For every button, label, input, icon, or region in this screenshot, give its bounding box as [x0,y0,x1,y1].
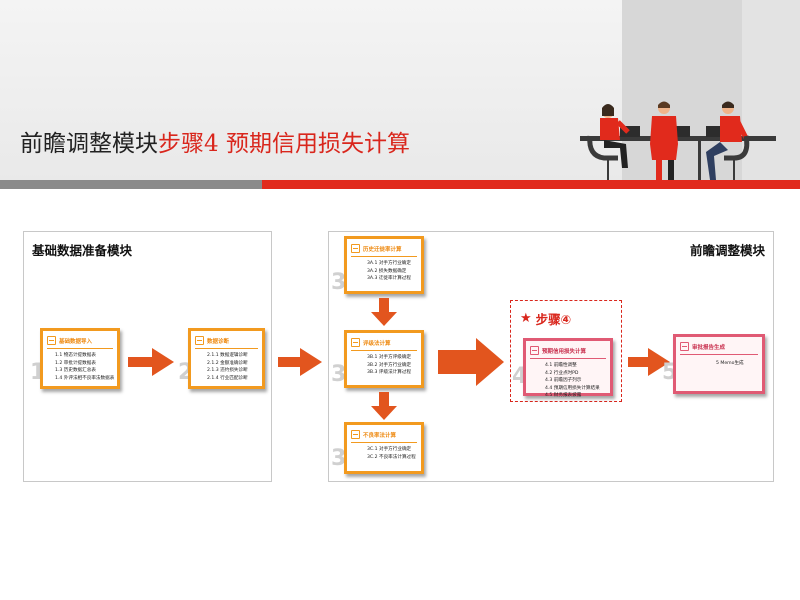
document-icon [530,346,539,355]
card-item: 4.5 财务报表披露 [545,393,582,398]
card-item: 3A.3 迁徙率计算过程 [367,276,411,281]
card-title: 历史迁徙率计算 [363,246,402,253]
card-item: 1.4 外评法相不良率法数据表 [55,375,115,381]
header-divider-gray [0,180,262,189]
card-title: 不良率法计算 [363,432,397,439]
title-accent: 步骤4 预期信用损失计算 [158,131,410,157]
document-icon [195,336,204,345]
step-label-text: 步骤④ [535,312,572,327]
step-number: 3 [331,362,347,387]
step-4-label: ★ 步骤④ [520,309,571,328]
star-icon: ★ [520,311,532,326]
document-icon [351,430,360,439]
card-title: 数据诊断 [207,338,230,345]
panel-title-right: 前瞻调整模块 [689,243,765,258]
step-number: 3 [331,270,347,295]
card-item: 4.3 前瞻因子列示 [545,378,582,383]
document-icon [47,336,56,345]
document-icon [680,342,689,351]
arrow-down [371,392,397,420]
card-item: 3A.2 损失数据确定 [367,268,407,274]
card-item: 2.1.1 数据逻辑诊断 [207,353,248,358]
arrow-down [371,298,397,326]
card-item: 1.3 历史数据汇总表 [55,368,96,373]
document-icon [351,338,360,347]
card-title: 预期信用损失计算 [542,348,587,355]
card-item: 4.2 行业点时PD [545,370,579,376]
card-item: 2.1.2 金额准确诊断 [207,360,248,366]
card-item: 4.4 预期信用损失计算结果 [545,385,600,391]
card-historical-migration[interactable]: 历史迁徙率计算 3A.1 对手方行业确定 3A.2 损失数据确定 3A.3 迁徙… [344,236,424,294]
card-title: 基础数据导入 [59,338,93,345]
card-item: 3B.2 对手方行业确定 [367,362,412,368]
card-title: 评级法计算 [363,340,391,347]
arrow-right-large [438,338,504,386]
card-npl-method[interactable]: 不良率法计算 3C.1 对手方行业确定 3C.2 不良率法计算过程 [344,422,424,474]
card-item: 2.1.3 违约损失诊断 [207,368,248,373]
card-report-generation[interactable]: 审批报告生成 5 Memo生成 [673,334,765,394]
card-data-diagnosis[interactable]: 数据诊断 2.1.1 数据逻辑诊断 2.1.2 金额准确诊断 2.1.3 违约损… [188,328,265,389]
card-item: 1.2 审批计提数据表 [55,360,96,366]
step-number: 3 [331,446,347,471]
panel-title-left: 基础数据准备模块 [32,243,133,258]
card-item: 3A.1 对手方行业确定 [367,261,411,266]
card-item: 3B.3 评级法计算过程 [367,370,412,375]
arrow-right [628,348,670,376]
card-ecl-calc[interactable]: 预期信用损失计算 4.1 前瞻性调整 4.2 行业点时PD 4.3 前瞻因子列示… [523,338,613,398]
card-data-import[interactable]: 基础数据导入 1.1 物态计提数据表 1.2 审批计提数据表 1.3 历史数据汇… [40,328,120,389]
header-divider-red [262,180,800,189]
card-item: 3B.1 对手方评级确定 [367,355,412,360]
page-title: 前瞻调整模块步骤4 预期信用损失计算 [20,124,410,158]
document-icon [351,244,360,253]
title-prefix: 前瞻调整模块 [20,131,158,157]
card-item: 4.1 前瞻性调整 [545,363,577,368]
step-4-highlight [510,300,622,402]
arrow-right [278,348,322,376]
card-item: 1.1 物态计提数据表 [55,353,96,358]
card-rating-method[interactable]: 评级法计算 3B.1 对手方评级确定 3B.2 对手方行业确定 3B.3 评级法… [344,330,424,388]
arrow-right [128,348,174,376]
card-item: 3C.1 对手方行业确定 [367,447,412,452]
header-decor-panel-right [742,0,800,182]
card-item: 3C.2 不良率法计算过程 [367,454,416,460]
card-item: 2.1.4 行业匹配诊断 [207,375,248,381]
card-title: 审批报告生成 [692,344,726,351]
card-item: 5 Memo生成 [716,361,744,366]
team-meeting-illustration [580,101,776,182]
